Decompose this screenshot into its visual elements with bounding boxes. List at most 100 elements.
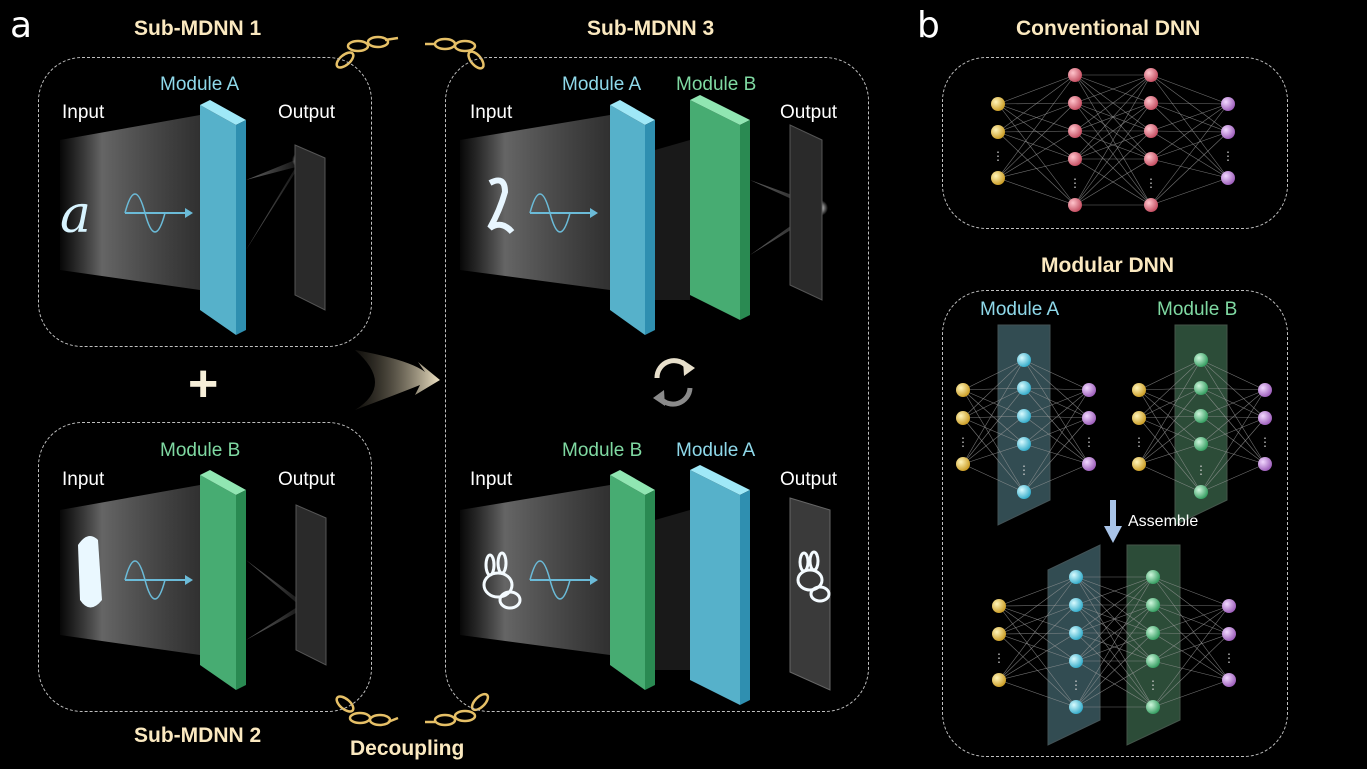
network-node [1222,673,1236,687]
connection-line [998,660,1077,681]
network-node [1258,383,1272,397]
decoupling-label: Decoupling [350,737,465,760]
sub-mdnn-1-box [38,57,372,347]
connection-line [1075,604,1154,708]
network-node [1069,626,1083,640]
sub3-top-module-first: Module A [562,74,642,95]
connection-line [997,102,1076,133]
network-node [1017,485,1031,499]
handwritten-digit [487,177,515,235]
connection-line [1074,74,1152,206]
module-b-plate [610,470,655,690]
connection-line [1152,633,1230,708]
handwritten-a: a [60,185,91,245]
connection-line [1138,415,1202,465]
connection-line [998,632,1077,681]
connection-line [998,576,1077,635]
network-node [1221,125,1235,139]
network-node [1017,381,1031,395]
connection-line [1023,389,1090,445]
connection-line [998,576,1077,681]
module-a-plate [690,465,750,705]
connection-line [962,415,1025,419]
connection-line [1150,74,1229,105]
network-node [1068,152,1082,166]
connection-line [997,130,1076,179]
connection-line [1138,387,1202,419]
sub-mdnn-2-box [38,422,372,712]
network-node [1144,152,1158,166]
network-node [1068,96,1082,110]
connection-line [1138,387,1202,465]
module-a-plate [200,100,246,335]
plus-sign: + [188,355,219,413]
network-node [991,97,1005,111]
connection-line [1200,417,1266,493]
network-node [1146,570,1160,584]
sub-mdnn-3-title: Sub-MDNN 3 [587,17,715,40]
ellipsis-marker: ⋮ [1259,435,1271,449]
swap-cycle-icon [653,358,695,407]
connection-line [1074,74,1152,132]
connection-line [1138,417,1202,445]
output-cone [246,158,300,180]
module-b-plate [690,95,750,320]
ellipsis-marker: ⋮ [1195,463,1207,477]
connection-line [1200,389,1266,493]
connection-line [1023,389,1090,493]
connection-line [1075,660,1154,708]
connection-line [997,177,1076,206]
connection-line [1150,103,1229,206]
network-node [1194,437,1208,451]
network-node [991,171,1005,185]
connection-line [1023,443,1090,465]
ellipsis-marker: ⋮ [1018,463,1030,477]
connection-line [1152,604,1230,607]
network-node [1258,411,1272,425]
network-node [1194,381,1208,395]
connection-line [1152,633,1230,662]
conventional-dnn-network: ⋮⋮⋮⋮ [991,68,1235,212]
sub2-module-label: Module B [160,440,241,461]
connection-line [997,74,1076,105]
network-node [1146,598,1160,612]
network-node [991,125,1005,139]
network-node [1222,599,1236,613]
modular-module-b-label: Module B [1157,299,1238,320]
network-node [1068,124,1082,138]
module-b-plane [1174,324,1228,526]
connection-line [998,679,1077,708]
network-node [1194,409,1208,423]
network-node [1082,411,1096,425]
network-node [1132,411,1146,425]
connection-line [1075,576,1154,606]
connection-line [1200,387,1266,391]
sub3-bottom-input-label: Input [470,469,513,490]
connection-line [1152,604,1230,681]
connection-line [998,576,1077,607]
connection-line [1138,359,1202,419]
connection-line [1023,463,1090,493]
ellipsis-marker: ⋮ [1145,176,1157,190]
sub3-bottom-output-label: Output [780,469,838,490]
network-node [1132,383,1146,397]
ellipsis-marker: ⋮ [1133,435,1145,449]
sub1-output-label: Output [278,102,336,123]
rabbit-glyph-output [796,550,831,603]
connection-line [1074,130,1152,160]
connection-line [998,633,1077,662]
connection-line [1074,74,1152,160]
connection-line [1152,576,1230,681]
connection-line [997,158,1076,179]
sub3-bottom-module-first: Module B [562,440,643,461]
curved-arrow-icon [355,350,440,410]
connection-line [1150,102,1229,105]
connection-line [1200,359,1266,391]
module-b-plate [200,470,246,690]
network-node [956,457,970,471]
connection-line [1075,576,1154,634]
handwritten-shape [78,536,102,608]
network-node [1132,457,1146,471]
network-node [992,673,1006,687]
connection-line [1138,463,1202,493]
